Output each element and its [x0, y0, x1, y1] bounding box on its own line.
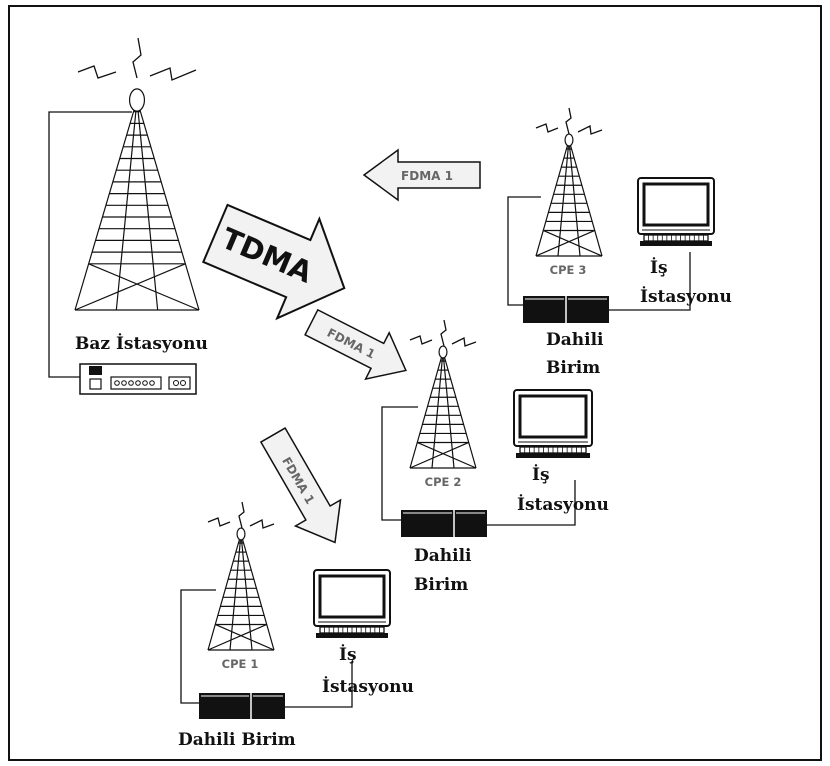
cpe3-workstation-label-line2: İstasyonu	[640, 286, 732, 307]
cpe3-antenna-bolt-icon	[565, 107, 572, 135]
cpe1-antenna-bolt-icon	[238, 501, 245, 529]
cpe1-indoor-unit-box	[199, 693, 285, 719]
cpe3-workstation-label-line1: İş	[650, 257, 668, 278]
cpe1-cable	[180, 589, 216, 704]
base-signal-left-icon	[77, 65, 117, 79]
cpe3-signal-left-icon	[535, 123, 559, 133]
cpe2-indoor-unit-box	[401, 510, 487, 537]
cpe2-signal-left-icon	[409, 335, 433, 345]
cpe2-workstation-label-line2: İstasyonu	[517, 494, 609, 515]
cpe1-unit-label: Dahili Birim	[178, 730, 296, 750]
base-antenna-bolt-icon	[132, 37, 142, 79]
cpe2-cable	[381, 406, 418, 521]
cpe3-workstation-icon	[637, 177, 715, 246]
cpe2-signal-right-icon	[451, 337, 477, 347]
cpe2-unit-label-line2: Birim	[414, 575, 468, 595]
cpe2-workstation-icon	[513, 389, 593, 458]
base-unit-box	[79, 363, 197, 395]
fdma-bottom-arrow: FDMA 1	[259, 427, 342, 544]
cpe2-tower-icon	[409, 345, 477, 469]
cpe1-workstation-icon	[313, 569, 391, 638]
cpe3-unit-label-line1: Dahili	[546, 330, 604, 350]
cpe2-workstation-label-line1: İş	[532, 464, 550, 485]
cpe1-tower-icon	[207, 527, 275, 651]
cpe3-signal-right-icon	[577, 125, 603, 135]
cpe1-group: CPE 1 İş İstasyonu Dahili Birim	[178, 501, 414, 750]
cpe2-unit-label-line1: Dahili	[414, 546, 472, 566]
cpe3-cable	[507, 196, 541, 306]
cpe1-workstation-cable	[285, 661, 353, 708]
cpe1-signal-left-icon	[207, 517, 231, 527]
cpe2-label: CPE 2	[425, 475, 462, 489]
fdma-top-arrow: FDMA 1	[362, 148, 481, 202]
cpe1-workstation-label-line1: İş	[339, 644, 357, 665]
cpe3-workstation-cable	[609, 252, 691, 311]
base-station: Baz İstasyonu	[48, 37, 208, 395]
cpe3-tower-icon	[535, 133, 603, 257]
cpe1-label: CPE 1	[222, 657, 259, 671]
base-signal-right-icon	[149, 67, 197, 81]
base-station-label: Baz İstasyonu	[75, 333, 208, 354]
cpe3-label: CPE 3	[550, 263, 587, 277]
cpe1-workstation-label-line2: İstasyonu	[322, 676, 414, 697]
cpe2-group: CPE 2 İş İstasyonu Dahili Birim	[381, 319, 609, 595]
base-station-cable	[48, 111, 132, 378]
base-tower-icon	[74, 88, 200, 311]
cpe1-signal-right-icon	[249, 519, 275, 529]
cpe3-indoor-unit-box	[523, 296, 609, 323]
cpe3-unit-label-line2: Birim	[546, 358, 600, 378]
cpe3-group: CPE 3 İş İstasyonu Dahili Birim	[507, 107, 732, 378]
cpe2-workstation-cable	[487, 480, 576, 526]
fdma-top-arrow-label: FDMA 1	[401, 169, 453, 183]
cpe2-antenna-bolt-icon	[440, 319, 447, 347]
